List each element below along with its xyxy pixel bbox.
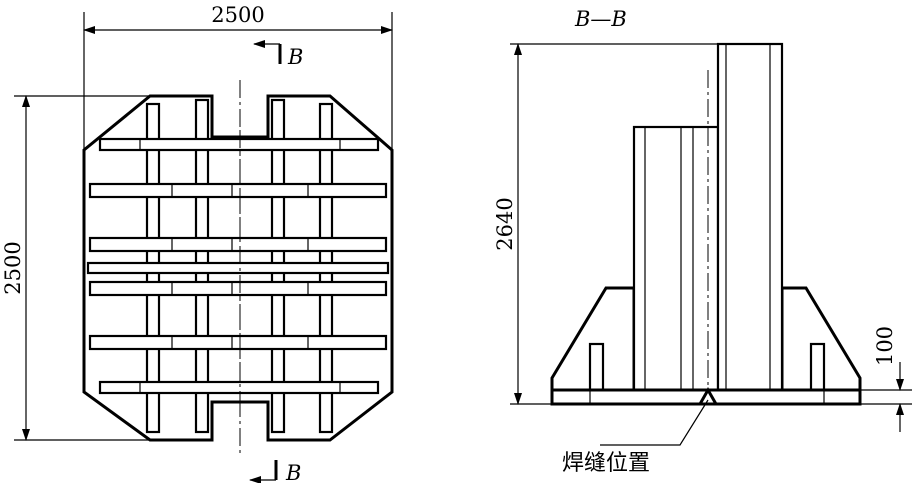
- plan-horizontal-bar: [88, 334, 388, 351]
- weld-callout: 焊缝位置: [562, 451, 650, 476]
- weld-leader: [600, 399, 709, 446]
- plan-view: 2500 2500 B B: [1, 3, 394, 483]
- section-mark-bottom: B: [249, 460, 301, 483]
- section-title: B—B: [574, 7, 627, 31]
- section-mark-top: B: [253, 40, 303, 69]
- weld-groove: [698, 386, 718, 405]
- plan-horizontal-bar: [88, 236, 388, 253]
- tall-column: [716, 42, 784, 392]
- short-column: [632, 125, 720, 392]
- plan-horizontal-bar: [98, 380, 380, 395]
- plan-horizontal-bar: [98, 137, 380, 152]
- plan-horizontal-bar: [88, 182, 388, 199]
- svg-text:B: B: [285, 461, 301, 483]
- plan-bar-joints: [139, 139, 341, 393]
- plan-horizontal-bar: [88, 280, 388, 297]
- plan-outline: [82, 94, 394, 442]
- plan-width-dimension: 2500: [211, 3, 264, 27]
- left-stiffener: [588, 342, 605, 392]
- svg-text:B: B: [287, 45, 303, 69]
- plan-horizontal-bar: [86, 261, 390, 275]
- section-height-dimension: 2640: [493, 197, 517, 250]
- base-thickness-dimension: 100: [873, 326, 897, 366]
- right-stiffener: [809, 342, 826, 392]
- section-view: B—B 2640 100: [493, 7, 912, 476]
- plan-height-dimension: 2500: [1, 241, 25, 294]
